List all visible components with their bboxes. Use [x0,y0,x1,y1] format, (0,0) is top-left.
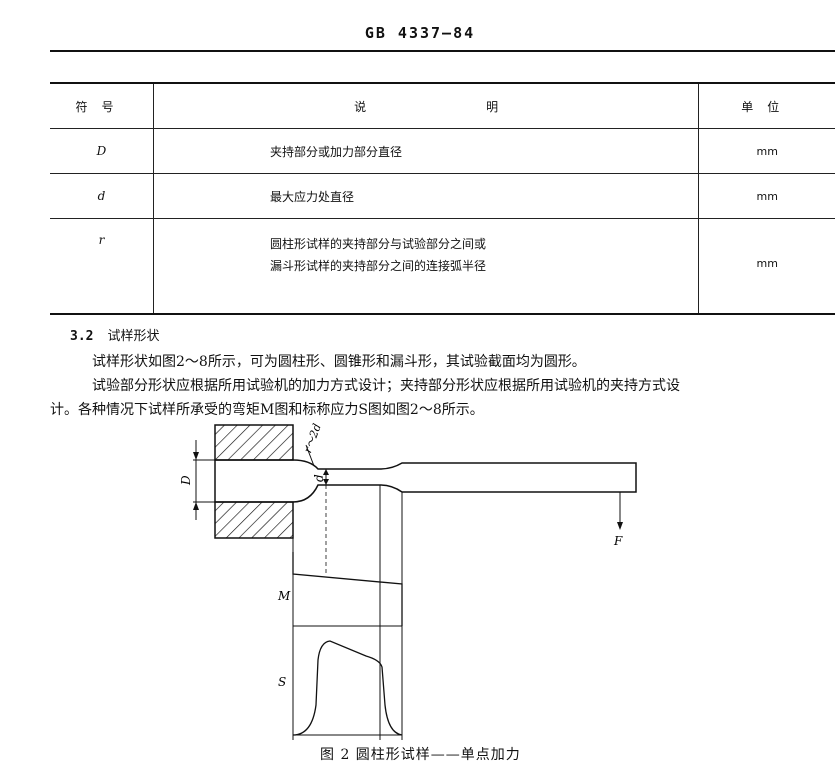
row-unit: mm [698,173,835,219]
header-symbol: 符号 [50,82,154,129]
label-d: d [312,474,326,482]
header-unit: 单位 [698,82,835,129]
specimen-outline [214,459,637,503]
row-description-line2: 漏斗形试样的夹持部分之间的连接弧半径 [269,259,486,273]
table-row: D 夹持部分或加力部分直径 mm [50,128,835,174]
row-description: 夹持部分或加力部分直径 [153,128,700,174]
section-number: 3.2 [70,329,94,344]
row-unit: mm [698,128,835,174]
label-D: D [179,475,193,486]
header-description-a: 说 [354,99,367,114]
header-description-b: 明 [486,99,499,114]
label-r: r～2d [301,422,324,455]
row-symbol: D [50,128,154,174]
table-row: r 圆柱形试样的夹持部分与试验部分之间或漏斗形试样的夹持部分之间的连接弧半径 m… [50,218,835,315]
row-symbol: r [50,218,154,315]
stress-diagram [292,640,403,736]
header-rule [50,50,835,52]
row-unit: mm [698,218,835,315]
symbol-table: 符号 说明 单位 D 夹持部分或加力部分直径 mm d 最大应力处直径 mm r… [50,82,835,315]
label-M: M [277,589,291,603]
paragraph-2: 试验部分形状应根据所用试验机的加力方式设计；夹持部分形状应根据所用试验机的夹持方… [92,378,680,394]
label-F: F [613,534,623,548]
grip-block-bottom [214,501,294,539]
row-description: 圆柱形试样的夹持部分与试验部分之间或漏斗形试样的夹持部分之间的连接弧半径 [153,218,700,315]
section-title: 试样形状 [107,329,160,344]
paragraph-3: 计。各种情况下试样所承受的弯矩M图和标称应力S图如图2～8所示。 [50,402,484,418]
figure-caption: 图 2 圆柱形试样——单点加力 [320,747,521,763]
standard-code: GB 4337—84 [364,24,476,42]
paragraph-1: 试样形状如图2～8所示，可为圆柱形、圆锥形和漏斗形，其试验截面均为圆形。 [92,354,586,370]
table-header-row: 符号 说明 单位 [50,82,835,129]
header-description: 说明 [153,82,700,129]
moment-diagram [292,552,403,626]
section-heading: 3.2 试样形状 [70,325,160,344]
row-description: 最大应力处直径 [153,173,700,219]
table-row: d 最大应力处直径 mm [50,173,835,219]
row-description-line1: 圆柱形试样的夹持部分与试验部分之间或 [269,237,486,251]
grip-block-top [214,424,294,461]
row-symbol: d [50,173,154,219]
label-S: S [278,675,286,689]
